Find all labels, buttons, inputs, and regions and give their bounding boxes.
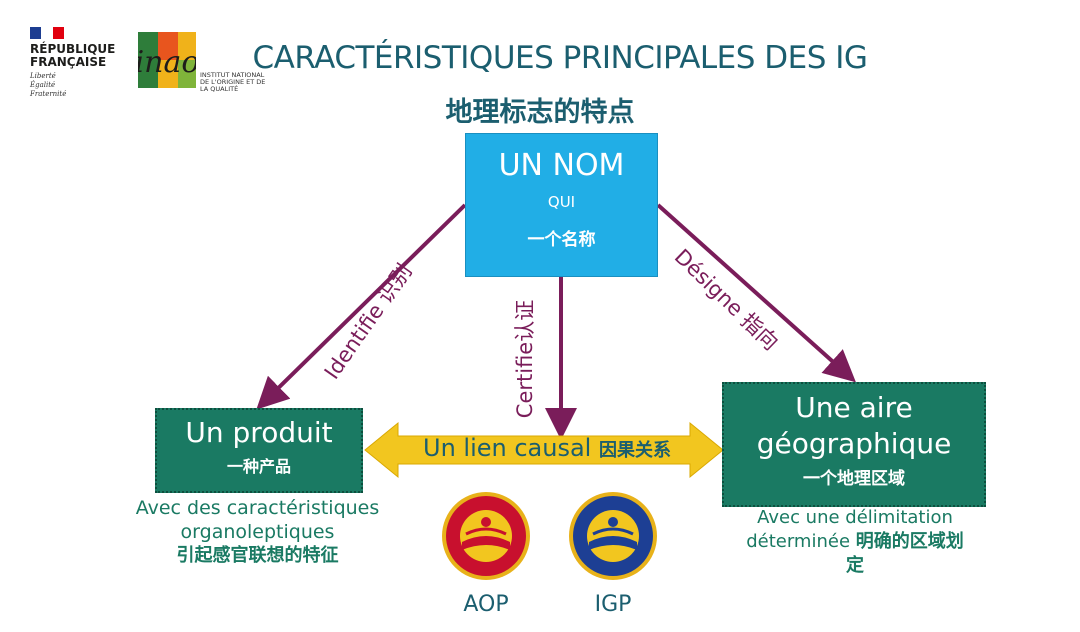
republique-francaise-motto: Liberté Égalité Fraternité xyxy=(30,72,67,98)
igp-seal-icon xyxy=(569,492,657,580)
node-un-nom-line3: 一个名称 xyxy=(527,230,596,250)
aop-label: AOP xyxy=(463,592,509,617)
svg-text:inao: inao xyxy=(138,45,196,80)
node-un-nom: UN NOM QUI 一个名称 xyxy=(465,133,658,277)
node-aire-line3: 一个地理区域 xyxy=(803,469,905,489)
republique-francaise-title: RÉPUBLIQUE FRANÇAISE xyxy=(30,42,116,69)
label-causal-link: Un lien causal 因果关系 xyxy=(423,434,671,462)
arrow-designe xyxy=(656,203,856,383)
inao-logo: inao xyxy=(138,32,196,88)
node-un-produit-line1: Un produit xyxy=(185,416,333,449)
arrow-identifie xyxy=(256,203,467,410)
node-aire-line2: géographique xyxy=(756,427,952,460)
node-un-nom-line2: QUI xyxy=(547,193,576,211)
page-subtitle: 地理标志的特点 xyxy=(445,97,635,128)
node-aire-line1: Une aire xyxy=(795,391,913,424)
republique-francaise-flag-icon xyxy=(30,27,64,39)
caption-product: Avec des caractéristiques organoleptique… xyxy=(135,497,380,566)
node-un-nom-line1: UN NOM xyxy=(498,148,625,183)
aop-seal-icon xyxy=(442,492,530,580)
label-certifie: Certifie认证 xyxy=(513,299,538,419)
node-un-produit-line2: 一种产品 xyxy=(226,457,291,476)
page-title: CARACTÉRISTIQUES PRINCIPALES DES IG xyxy=(252,40,868,76)
inao-institute-name: INSTITUT NATIONAL DE L'ORIGINE ET DE LA … xyxy=(200,71,266,93)
node-aire-geographique: Une aire géographique 一个地理区域 xyxy=(722,382,986,507)
caption-area: Avec une délimitation déterminée 明确的区域划 … xyxy=(746,507,964,576)
igp-label: IGP xyxy=(594,592,632,617)
node-un-produit: Un produit 一种产品 xyxy=(155,408,363,493)
